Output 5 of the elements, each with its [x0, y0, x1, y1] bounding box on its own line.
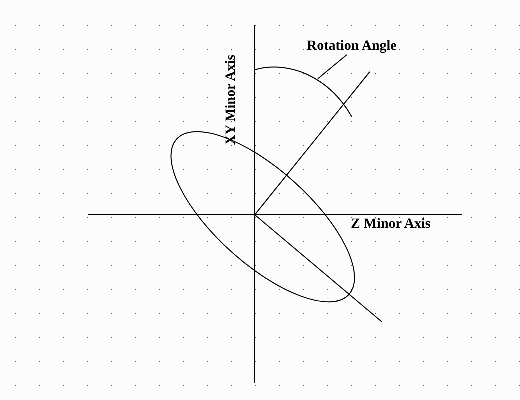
- angle-arc: [254, 66, 352, 118]
- angle-label: Rotation Angle: [307, 39, 397, 54]
- leader-line: [318, 54, 348, 80]
- axis-label: Z Minor Axis: [351, 217, 431, 233]
- axis-label: XY Minor Axis: [224, 54, 240, 146]
